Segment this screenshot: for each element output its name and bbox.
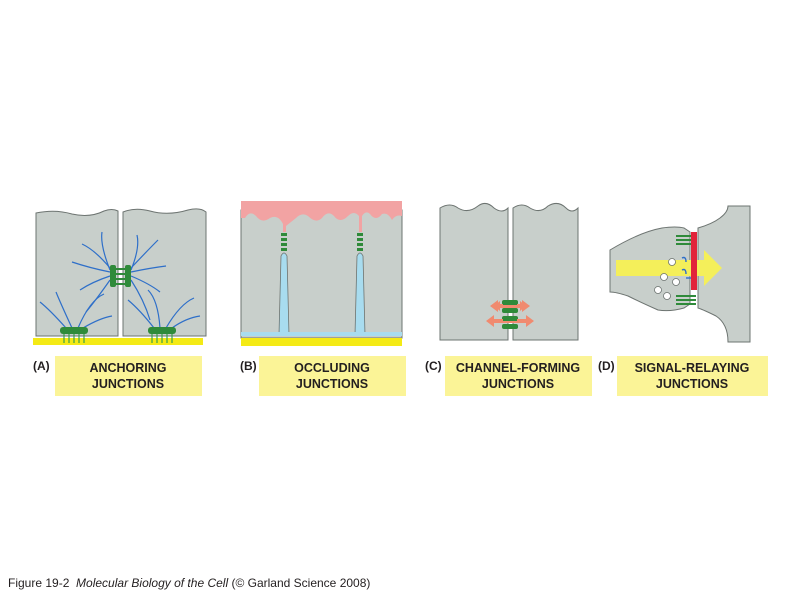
panel-b-cell-sheet xyxy=(240,209,403,339)
panel-b-intercellular-space-right xyxy=(354,252,366,336)
panel-b-tight-junction-right xyxy=(357,233,363,251)
panel-d-synaptic-vesicles xyxy=(654,258,680,300)
panel-a-basal-lamina xyxy=(33,338,203,345)
caption-publisher: (© Garland Science 2008) xyxy=(231,576,371,590)
panel-d-label-box xyxy=(617,356,768,396)
panel-a-label-line2: JUNCTIONS xyxy=(92,377,164,391)
panel-d-letter: (D) xyxy=(598,359,615,373)
panel-c-label-line2: JUNCTIONS xyxy=(482,377,554,391)
panel-a-desmosome xyxy=(110,265,131,287)
panel-c-label-box xyxy=(445,356,592,396)
panel-b-tight-junction-left xyxy=(281,233,287,251)
panel-a-hemidesmosome-left xyxy=(60,327,88,343)
panel-d-signal-arrow xyxy=(616,250,722,286)
panel-a-intermediate-filaments xyxy=(39,231,201,329)
panel-b-basal-lamina xyxy=(241,338,402,346)
panel-b-letter: (B) xyxy=(240,359,257,373)
panel-b-intercellular-space-left xyxy=(278,252,290,336)
panel-a-left-cell xyxy=(35,209,119,337)
caption-book-title: Molecular Biology of the Cell xyxy=(76,576,229,590)
panel-d-postsynaptic-cell xyxy=(697,205,751,343)
panel-a-diagram: (A) ANCHORING JUNCTIONS xyxy=(33,208,207,396)
panel-b-basal-space xyxy=(241,332,402,336)
panel-a-letter: (A) xyxy=(33,359,50,373)
panel-c-diagram: (C) CHANNEL-FORMING JUNCTIONS xyxy=(425,202,592,396)
panel-d-adhesion-bottom xyxy=(676,295,696,305)
caption-figure-number: Figure 19-2 xyxy=(8,576,70,590)
panel-a-label-box xyxy=(55,356,202,396)
panel-d-label-line2: JUNCTIONS xyxy=(656,377,728,391)
panel-a-hemidesmosome-right xyxy=(148,327,176,343)
panel-b-label-line2: JUNCTIONS xyxy=(296,377,368,391)
panel-a-label-line1: ANCHORING xyxy=(89,361,166,375)
panel-d-label-line1: SIGNAL-RELAYING xyxy=(635,361,750,375)
panel-b-lumen xyxy=(241,201,402,232)
panel-b-diagram: (B) OCCLUDING JUNCTIONS xyxy=(240,201,406,396)
panel-d-receptor xyxy=(691,232,697,290)
panel-c-letter: (C) xyxy=(425,359,442,373)
panel-c-label-line1: CHANNEL-FORMING xyxy=(456,361,580,375)
panel-b-label-box xyxy=(259,356,406,396)
panel-b-label-line1: OCCLUDING xyxy=(294,361,370,375)
panel-d-diagram: (D) SIGNAL-RELAYING JUNCTIONS xyxy=(598,205,768,396)
figure-caption: Figure 19-2 Molecular Biology of the Cel… xyxy=(8,576,370,590)
